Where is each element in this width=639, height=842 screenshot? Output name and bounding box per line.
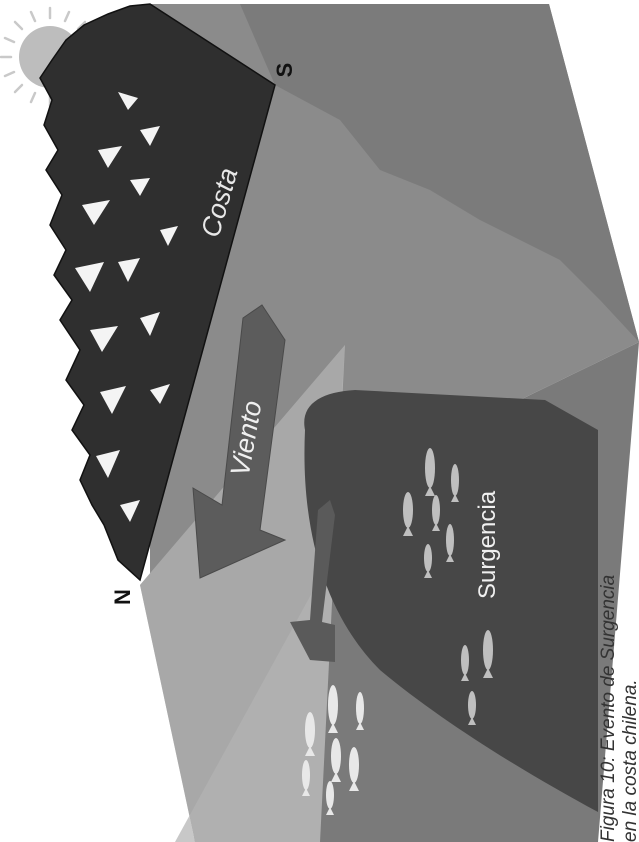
fish-icon: [468, 691, 476, 725]
figure-caption: Figura 10: Evento de Surgencia en la cos…: [598, 575, 639, 842]
fish-icon: [483, 630, 493, 678]
fish-icon: [425, 448, 435, 496]
fish-icon: [461, 645, 469, 681]
fish-icon: [432, 495, 440, 531]
fish-icon: [305, 712, 315, 756]
upwelling-zone: [304, 390, 598, 812]
fish-icon: [446, 524, 454, 562]
label-north: N: [110, 589, 135, 605]
fish-icon: [326, 781, 334, 815]
ocean-shallow-face-2: [140, 345, 345, 842]
fish-icon: [331, 738, 341, 782]
mountain-snow: [75, 92, 178, 522]
caption-line-2: en la costa chilena.: [620, 679, 639, 842]
wind-arrow-icon: [192, 304, 287, 579]
fish-icon: [328, 685, 338, 733]
coast-land: [39, 3, 276, 582]
label-upwelling: Surgencia: [474, 490, 501, 599]
fish-icon: [424, 544, 432, 578]
fish-icon: [403, 492, 413, 536]
fish-icon: [302, 760, 310, 796]
caption-line-1: Figura 10: Evento de Surgencia: [598, 574, 619, 842]
current-arrow-icon: [290, 500, 335, 662]
label-south: S: [272, 63, 297, 78]
fish-school-shallow: [302, 685, 364, 815]
fish-school-upwelling: [403, 448, 493, 725]
fish-icon: [349, 747, 359, 791]
fish-icon: [356, 692, 364, 730]
ocean-far-band: [240, 4, 639, 342]
fish-icon: [451, 464, 459, 502]
